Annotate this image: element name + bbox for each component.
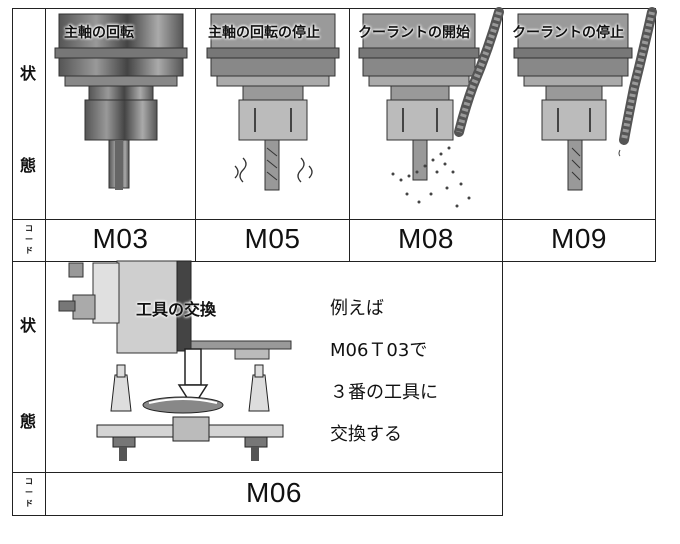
note-line-4: 交換する: [330, 424, 402, 445]
panel-m08-title: クーラントの開始: [358, 25, 470, 41]
spindle-rotating-illustration: [54, 13, 188, 190]
coolant-start-illustration: [358, 7, 504, 208]
code-m05: M05: [244, 223, 301, 254]
code-m09: M09: [551, 223, 607, 254]
code-label-char-1: コ: [25, 477, 33, 486]
code-m08: M08: [398, 223, 454, 254]
panel-m03-title: 主軸の回転: [64, 25, 134, 41]
spindle-stopped-illustration: [206, 13, 340, 191]
label-column-state-bottom: [12, 261, 46, 473]
coolant-stop-illustration: [513, 7, 657, 191]
tool-change-illustration: [58, 260, 292, 461]
state-label-bottom-2: 態: [20, 412, 37, 431]
code-label-char-2: ー: [25, 235, 33, 244]
panel-m06-title: 工具の交換: [136, 300, 217, 319]
note-line-2: M06Ｔ03で: [330, 340, 428, 361]
code-label-char-2: ー: [25, 488, 33, 497]
note-line-3: ３番の工具に: [330, 382, 438, 403]
label-column-state: [12, 8, 46, 220]
code-label-char-1: コ: [25, 224, 33, 233]
state-label-top-1: 状: [20, 64, 37, 83]
state-label-bottom-1: 状: [20, 316, 37, 335]
state-label-top-2: 態: [20, 156, 37, 175]
panel-m09-code-cell: [502, 219, 656, 262]
code-label-char-3: ド: [25, 246, 33, 255]
panel-m09-title: クーラントの停止: [512, 25, 624, 41]
panel-m05-title: 主軸の回転の停止: [208, 25, 320, 41]
code-label-char-3: ド: [25, 499, 33, 508]
code-m06: M06: [246, 477, 302, 508]
note-line-1: 例えば: [330, 298, 384, 319]
code-m03: M03: [92, 223, 149, 254]
panel-m06-code-cell: [45, 472, 503, 516]
